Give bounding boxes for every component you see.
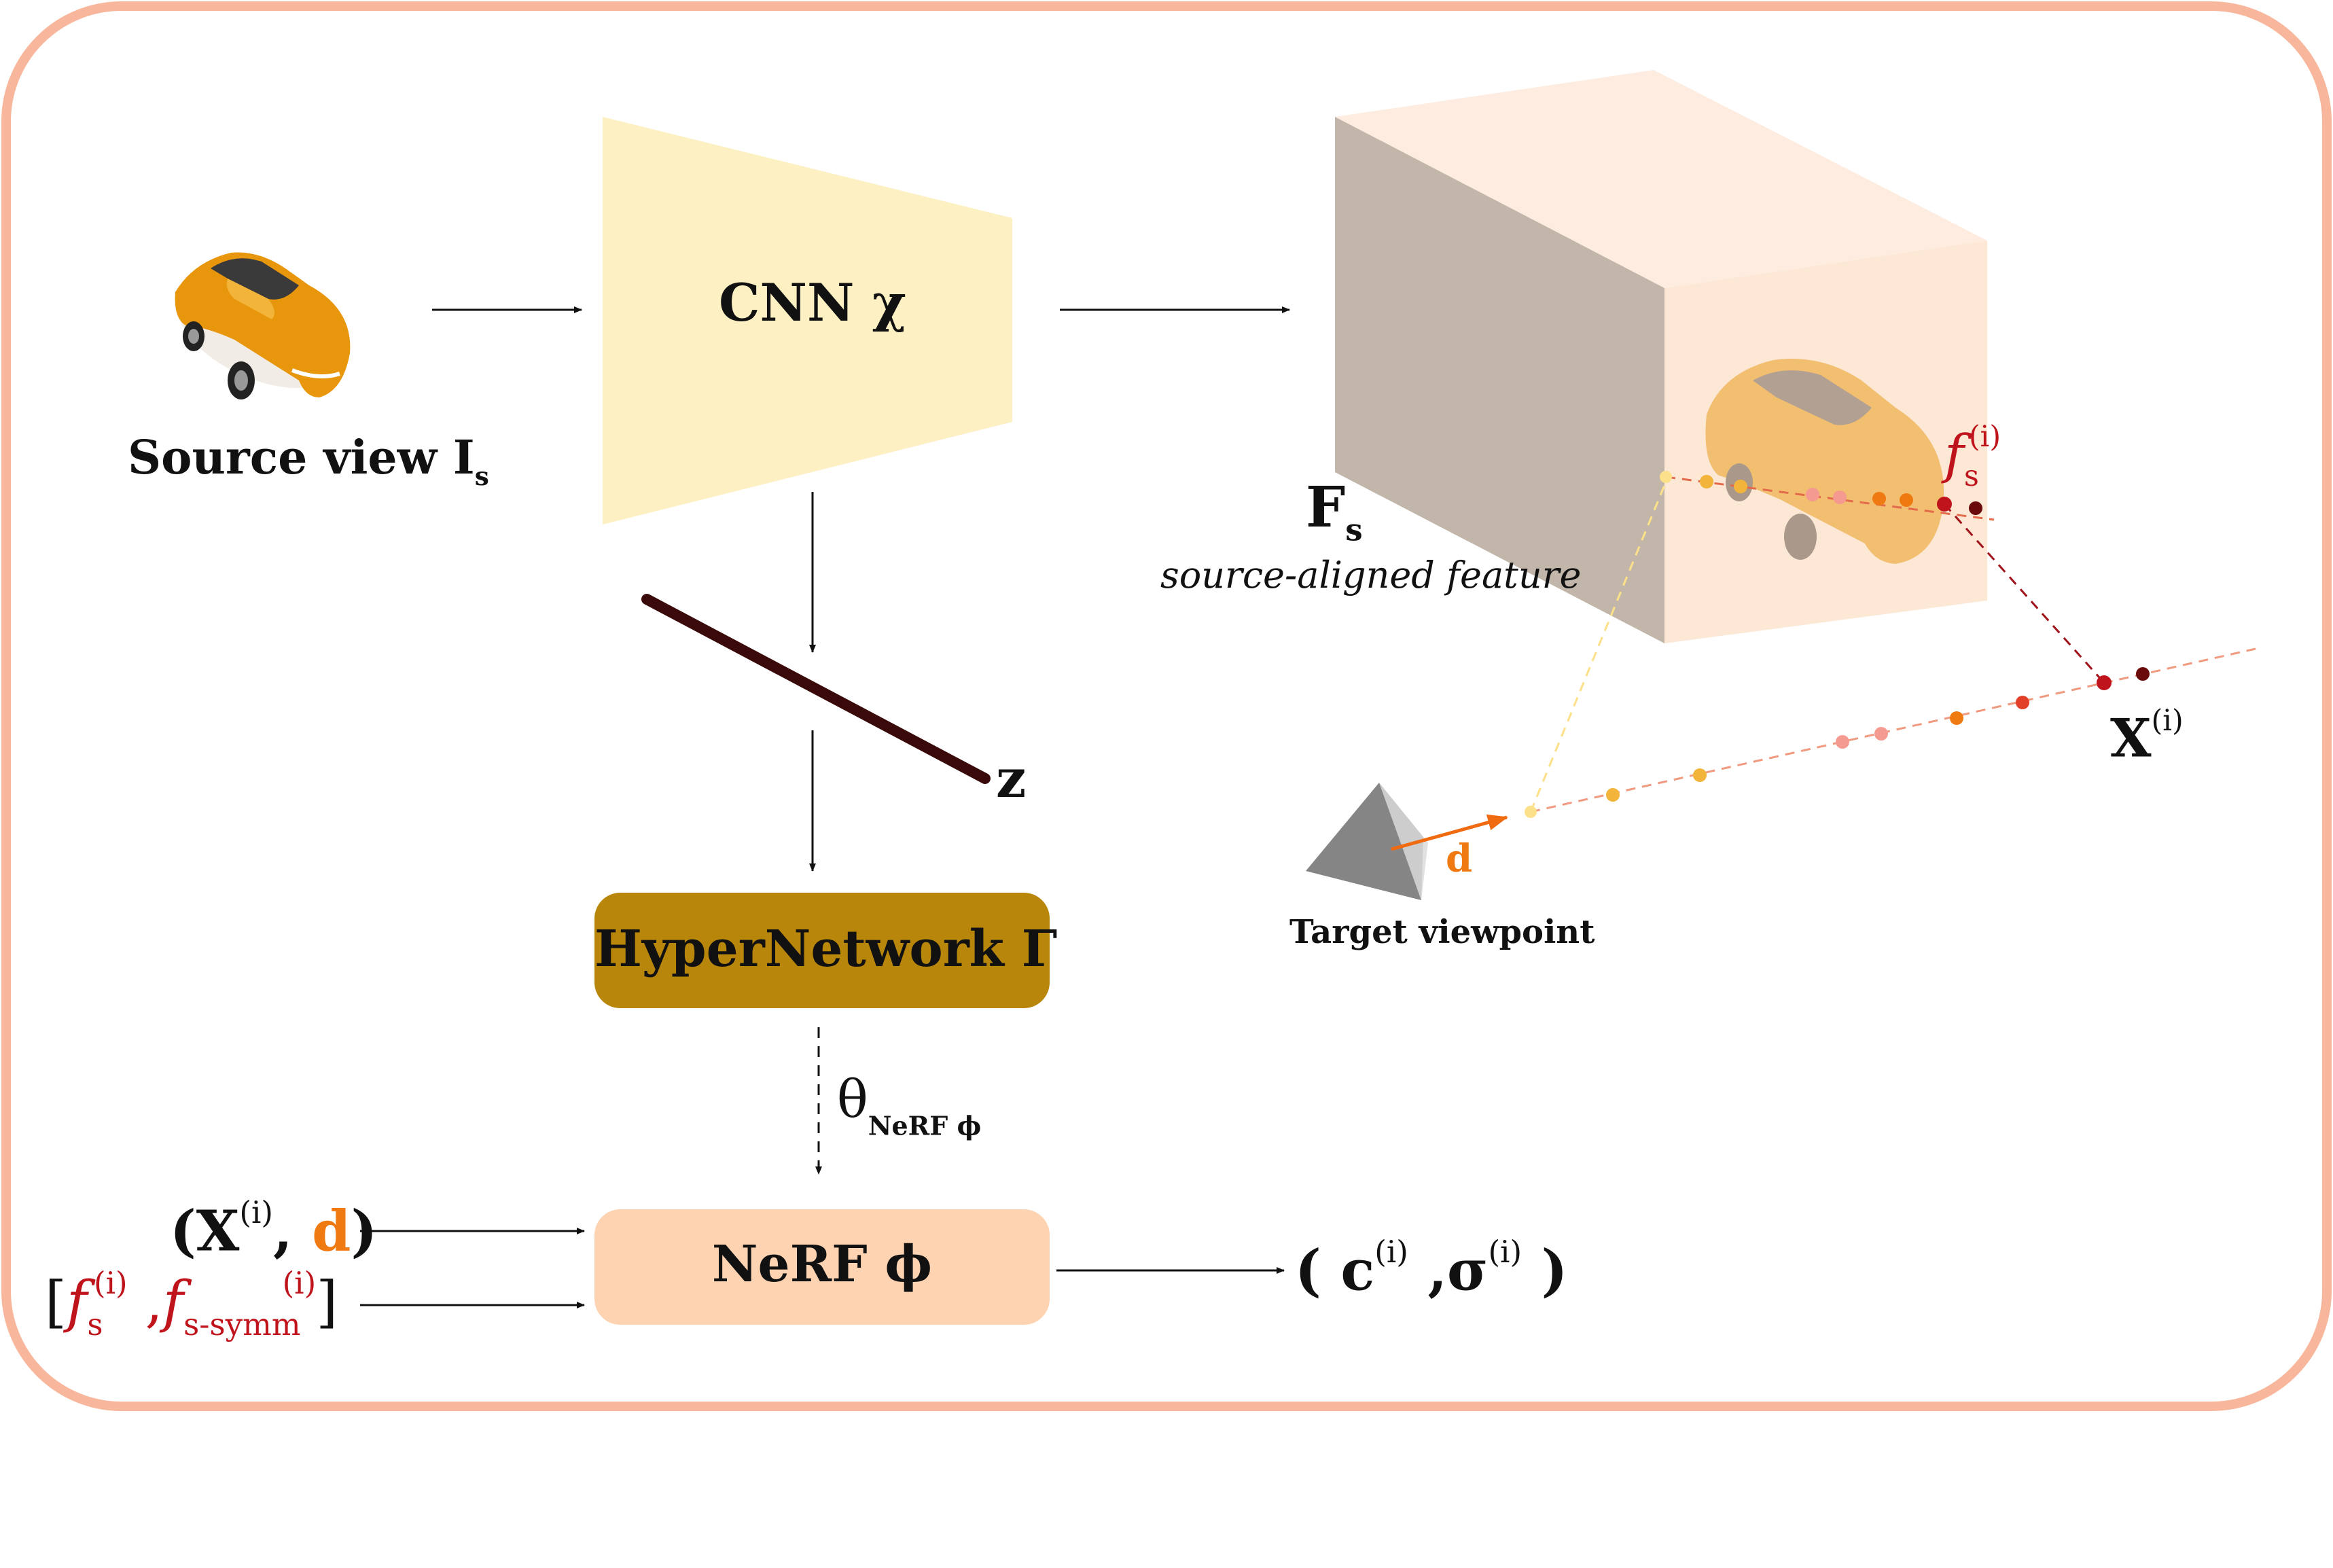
direction-arrow xyxy=(1391,814,1508,851)
ray-sample-points xyxy=(1525,667,2150,818)
hypernetwork-label: HyperNetwork Γ xyxy=(594,920,1058,978)
sample-feature-base: f xyxy=(1944,424,1964,486)
cnn-encoder-shape xyxy=(603,117,1012,524)
input1-comma: , xyxy=(273,1198,313,1264)
source-car-image xyxy=(175,252,351,399)
target-viewpoint-label: Target viewpoint xyxy=(1289,913,1595,951)
input2-f2: f xyxy=(162,1270,184,1335)
latent-bar xyxy=(641,594,991,784)
nerf-label: NeRF ϕ xyxy=(711,1235,933,1294)
source-view-label: Source view Is xyxy=(128,435,489,489)
output-c-superscript: (i) xyxy=(1374,1234,1408,1270)
input2-f1-subscript: s xyxy=(87,1306,103,1342)
input2-f2-subscript: s-symm xyxy=(183,1306,301,1342)
input2-f1-superscript: (i) xyxy=(94,1265,128,1301)
output-open: ( c xyxy=(1295,1238,1375,1304)
outer-frame xyxy=(1,1,2332,1411)
output-sigma-superscript: (i) xyxy=(1488,1234,1522,1270)
projection-line-red xyxy=(1943,503,2105,683)
input2-f2-superscript: (i) xyxy=(282,1265,317,1301)
params-theta: θ xyxy=(837,1069,868,1129)
point-label: X(i) xyxy=(2110,707,2184,766)
cnn-label-text: CNN χ xyxy=(719,272,906,333)
source-view-subscript: s xyxy=(474,461,489,491)
input1-open: (X xyxy=(170,1198,240,1264)
target-camera-icon xyxy=(1306,783,1428,900)
input1-direction: d xyxy=(312,1198,351,1264)
feature-sampling-line xyxy=(1665,476,1995,521)
point-label-text: X xyxy=(2110,707,2152,770)
output-color-density: ( c(i) ,σ(i) ) xyxy=(1295,1236,1567,1299)
params-subscript: NeRF ϕ xyxy=(868,1110,982,1141)
cube-side-face xyxy=(1335,117,1664,643)
feature-caption: source-aligned feature xyxy=(1160,554,1582,596)
nerf-box xyxy=(594,1209,1050,1325)
sample-feature-subscript: s xyxy=(1963,459,1979,493)
feature-sample-points xyxy=(1660,471,1982,515)
params-label: θNeRF ϕ xyxy=(837,1073,981,1139)
latent-label: z xyxy=(996,748,1027,810)
sample-feature-superscript: (i) xyxy=(1968,420,2001,454)
cnn-label: CNN χ xyxy=(719,277,906,329)
feature-label-subscript: s xyxy=(1345,512,1363,548)
output-close: ) xyxy=(1522,1238,1568,1304)
feature-label: Fs xyxy=(1306,480,1363,545)
input2-f1: f xyxy=(67,1270,88,1335)
projection-line-yellow xyxy=(1529,476,1669,813)
point-label-superscript: (i) xyxy=(2151,704,2184,738)
direction-label: d xyxy=(1446,836,1473,881)
input2-close: ] xyxy=(316,1270,338,1335)
cube-top-face xyxy=(1335,70,1987,288)
input-position-direction: (X(i), d) xyxy=(170,1197,377,1260)
input2-open: [ xyxy=(45,1270,67,1335)
feature-label-text: F xyxy=(1306,475,1346,540)
input1-close: ) xyxy=(351,1198,378,1264)
output-comma: , xyxy=(1408,1238,1447,1304)
input-features: [fs(i) ,fs-symm(i)] xyxy=(45,1268,338,1340)
sample-feature-label: fs (i) xyxy=(1944,423,2001,491)
input2-comma: , xyxy=(127,1270,163,1335)
source-view-text: Source view I xyxy=(128,431,475,485)
output-sigma: σ xyxy=(1447,1238,1489,1304)
input1-superscript: (i) xyxy=(239,1194,274,1230)
hypernetwork-box xyxy=(594,893,1050,1008)
